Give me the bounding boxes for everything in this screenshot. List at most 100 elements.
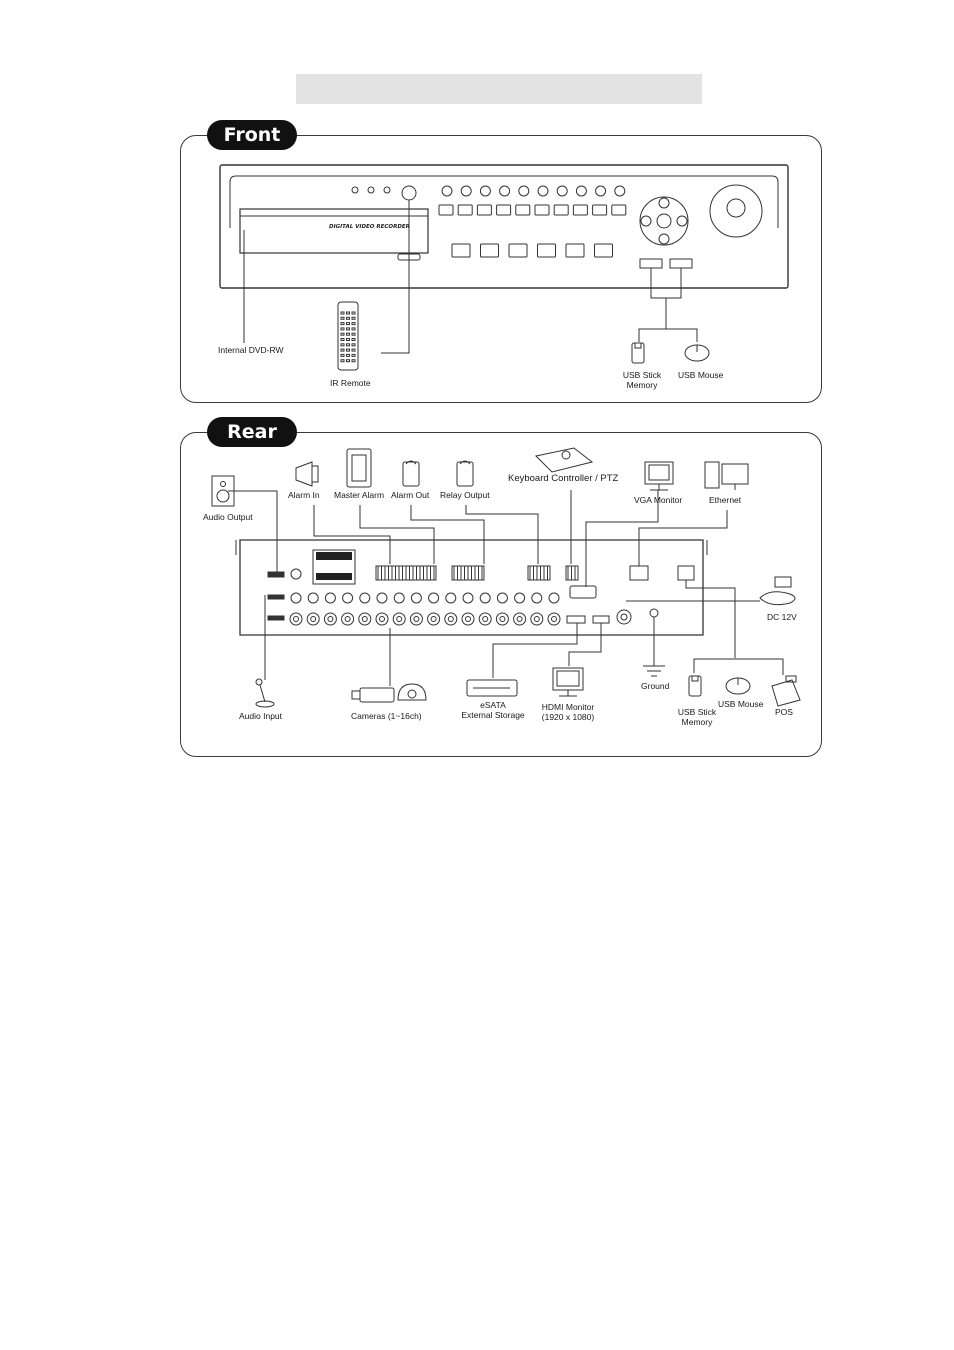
bnc-connector — [548, 592, 560, 604]
remote-key — [346, 332, 350, 336]
bnc-pin — [396, 616, 403, 622]
rear-usb-leader — [685, 580, 736, 658]
bnc-connector — [496, 592, 508, 604]
master-alarm-leader — [359, 505, 435, 564]
bnc-connector — [478, 612, 492, 626]
dvr-front-unit — [219, 164, 789, 289]
bnc-connector — [461, 612, 475, 626]
bnc-connector — [410, 592, 422, 604]
keyboard-label: Keyboard Controller / PTZ — [508, 473, 619, 484]
alarm-out-icon — [402, 460, 420, 487]
function-button — [438, 204, 454, 216]
remote-key — [346, 327, 350, 331]
bnc-connector — [409, 612, 423, 626]
pos-terminal-icon — [771, 675, 801, 707]
bnc-connector — [359, 592, 371, 604]
audio-input-label: Audio Input — [239, 711, 283, 721]
number-button — [499, 185, 511, 197]
bnc-pin — [344, 616, 351, 622]
dome-camera-icon — [397, 683, 427, 701]
bnc-connector — [375, 612, 389, 626]
esata-label: eSATA External Storage — [461, 700, 525, 720]
power-adapter-icon — [759, 576, 796, 606]
remote-key — [346, 316, 350, 320]
alarm-in-label: Alarm In — [288, 490, 320, 500]
remote-key — [340, 311, 345, 315]
bnc-connector — [462, 592, 474, 604]
rear-tab: Rear — [207, 417, 297, 447]
remote-key — [346, 348, 350, 352]
number-button — [595, 185, 607, 197]
ethernet-leader — [638, 510, 728, 566]
hdmi-monitor-icon — [552, 667, 584, 697]
bnc-pin — [465, 616, 471, 622]
bnc-pin — [310, 616, 317, 622]
function-button — [476, 204, 492, 216]
vga-leader — [585, 490, 659, 587]
master-alarm-label: Master Alarm — [334, 490, 385, 500]
dvr-function-buttons — [438, 204, 627, 216]
bnc-connector — [289, 612, 303, 626]
navigation-pad-icon — [639, 196, 689, 246]
remote-key — [351, 348, 356, 352]
remote-key — [340, 322, 345, 326]
playback-button — [537, 243, 556, 258]
bnc-connector — [479, 592, 491, 604]
bnc-connector — [307, 592, 319, 604]
remote-key — [340, 316, 345, 320]
number-button — [537, 185, 549, 197]
remote-key — [346, 353, 350, 357]
rear-usb-mouse-icon — [725, 677, 751, 695]
remote-key — [340, 343, 345, 347]
header-bar — [296, 74, 702, 104]
bnc-connector — [324, 592, 336, 604]
ir-remote-icon — [337, 301, 359, 371]
bnc-connector — [514, 592, 526, 604]
ir-remote-label: IR Remote — [330, 378, 371, 388]
remote-key — [346, 338, 350, 341]
bnc-pin — [482, 616, 489, 622]
jog-shuttle-icon — [709, 184, 763, 238]
remote-key — [351, 359, 356, 363]
front-usb-ports — [639, 258, 693, 269]
bnc-connectors — [289, 592, 561, 626]
front-usb-branch-2 — [666, 328, 698, 342]
bnc-connector — [495, 612, 509, 626]
audio-output-label: Audio Output — [203, 512, 253, 522]
bnc-pin — [551, 616, 557, 622]
remote-key — [340, 348, 345, 352]
function-button — [611, 204, 627, 216]
warning-label-icon — [316, 552, 352, 580]
rear-panel-box — [180, 432, 822, 757]
front-usb-leader — [650, 268, 682, 299]
microphone-icon — [255, 678, 275, 708]
front-panel-box — [180, 135, 822, 403]
bnc-connector — [341, 612, 355, 626]
relay-leader — [465, 505, 539, 564]
ethernet-label: Ethernet — [709, 495, 742, 505]
bnc-pin — [516, 616, 523, 622]
relay-output-icon — [456, 460, 474, 487]
function-button — [572, 204, 588, 216]
bnc-connector — [428, 592, 440, 604]
bnc-pin — [327, 616, 334, 622]
playback-button — [565, 243, 585, 258]
alarm-horn-icon — [295, 461, 319, 487]
rear-usb-stick-icon — [688, 675, 702, 697]
remote-key — [351, 311, 356, 315]
dvd-label: Internal DVD-RW — [218, 345, 284, 355]
vga-monitor-label: VGA Monitor — [634, 495, 683, 505]
rear-usb-branch — [693, 658, 784, 675]
bnc-pin — [447, 616, 454, 622]
dvr-playback-buttons — [451, 243, 613, 258]
bnc-connector — [323, 612, 337, 626]
bnc-pin — [293, 616, 299, 622]
bnc-connector — [530, 612, 544, 626]
keyboard-controller-icon — [534, 447, 594, 473]
cameras-label: Cameras (1~16ch) — [351, 711, 422, 721]
vga-monitor-icon — [644, 461, 674, 491]
master-alarm-switch-icon — [346, 448, 372, 488]
number-button — [479, 185, 491, 197]
remote-key — [351, 332, 356, 336]
bnc-pin — [430, 616, 437, 622]
